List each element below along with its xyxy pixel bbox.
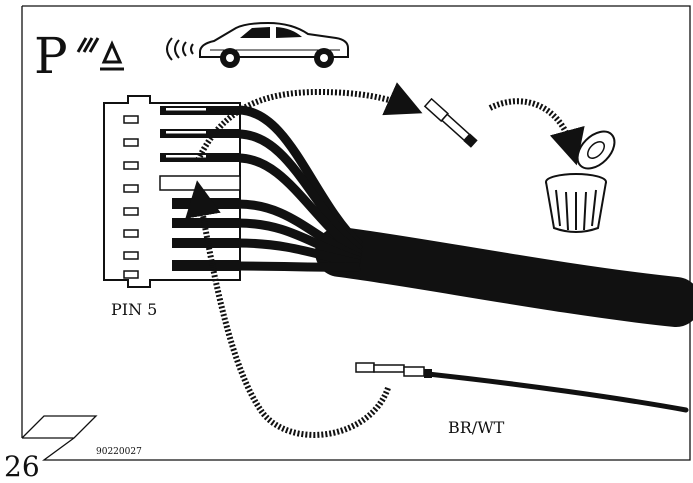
terminal-slot-6 (172, 218, 240, 228)
terminal-slot-7 (172, 238, 240, 248)
trash-can-icon (545, 130, 616, 233)
connector-slot (123, 115, 139, 124)
wire-slot-6 (237, 218, 362, 266)
connector-slot (123, 161, 139, 170)
connector-slot (123, 138, 139, 147)
wire-slot-3 (237, 153, 363, 259)
parking-symbol-letter: P (34, 27, 68, 85)
wire-slot-5 (237, 199, 362, 263)
new-terminal-pin-icon (355, 362, 432, 378)
wire-slot-1 (237, 105, 364, 249)
connector-slot (123, 229, 139, 238)
signal-waves-icon (166, 37, 194, 61)
connector-slot (123, 270, 139, 279)
removed-terminal-pin-icon (423, 97, 478, 148)
terminal-slot-8 (172, 260, 240, 271)
page-number: 26 (4, 450, 40, 483)
terminal-slot-5 (172, 198, 240, 209)
disposal-arrow (488, 98, 585, 166)
terminal-highlights (166, 108, 206, 158)
wire-slot-8 (237, 261, 361, 272)
figure-code-tab (21, 415, 98, 461)
pin-label: PIN 5 (111, 300, 157, 319)
connector-wires (237, 105, 364, 272)
wire-color-label: BR/WT (448, 418, 505, 437)
insertion-arrow (185, 180, 391, 438)
wire-harness (315, 227, 693, 327)
parking-sensor-warning-icon (76, 37, 124, 71)
empty-cavity-pin-5 (159, 175, 241, 191)
connector-slot (123, 207, 139, 216)
connector-slots (123, 115, 139, 279)
removal-arrow (195, 82, 423, 162)
figure-frame (22, 5, 691, 461)
car-icon (199, 21, 349, 68)
wire-slot-2 (237, 129, 363, 254)
brwt-wire (425, 371, 689, 413)
connector-slot (123, 251, 139, 260)
connector-slot (123, 184, 139, 193)
figure-code: 90220027 (96, 447, 142, 457)
wire-slot-7 (237, 238, 361, 269)
